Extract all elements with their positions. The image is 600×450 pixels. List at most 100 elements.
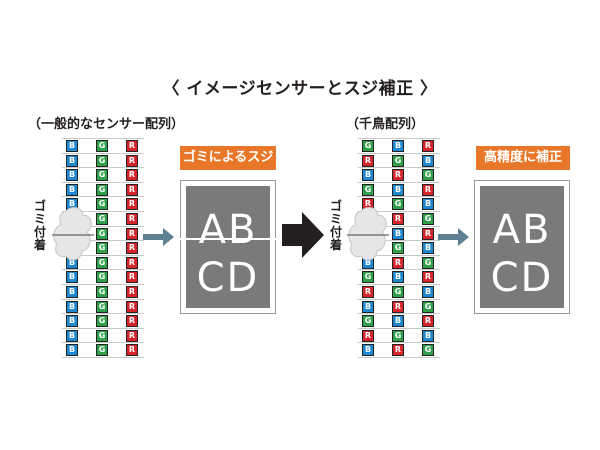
right-sensor-cell-g: G [392, 198, 404, 210]
right-sensor-cell-r: R [392, 257, 404, 269]
right-sensor-cell-b: B [362, 169, 374, 181]
right-sensor-cell-g: G [362, 315, 374, 327]
left-sensor-cell-g: G [96, 198, 108, 210]
left-sensor-cell-r: R [126, 242, 138, 254]
right-sensor-cell-g: G [422, 344, 434, 356]
right-sensor-cell-b: B [422, 330, 434, 342]
right-sensor-cell-g: G [392, 155, 404, 167]
right-result-line2: CD [490, 255, 554, 301]
right-dust-icon [347, 207, 389, 261]
right-sensor-cell-b: B [362, 344, 374, 356]
big-arrow-icon [282, 212, 324, 258]
right-dust-label: ゴミ付着 [329, 199, 342, 252]
left-sensor-cell-b: B [66, 330, 78, 342]
left-dust-icon [52, 207, 94, 261]
left-sensor-cell-b: B [66, 155, 78, 167]
left-sensor-cell-r: R [126, 257, 138, 269]
left-sensor-cell-g: G [96, 301, 108, 313]
left-result-badge: ゴミによるスジ [180, 146, 276, 170]
right-result-image: AB CD [474, 180, 570, 314]
right-sensor-cell-r: R [362, 286, 374, 298]
left-sensor-cell-g: G [96, 257, 108, 269]
right-sensor-cell-g: G [362, 140, 374, 152]
left-result-line1: AB [198, 207, 258, 253]
right-sensor-cell-b: B [392, 184, 404, 196]
right-sensor-cell-r: R [392, 169, 404, 181]
left-sensor-cell-g: G [96, 228, 108, 240]
left-sensor-cell-r: R [126, 271, 138, 283]
right-arrow-icon [438, 228, 469, 246]
left-arrow-icon [143, 228, 174, 246]
right-sensor-cell-g: G [422, 257, 434, 269]
left-sensor-cell-b: B [66, 301, 78, 313]
right-sensor-cell-r: R [392, 344, 404, 356]
left-sensor-cell-r: R [126, 286, 138, 298]
left-array-label: （一般的なセンサー配列） [28, 117, 185, 132]
right-sensor-cell-g: G [422, 301, 434, 313]
left-sensor-cell-r: R [126, 184, 138, 196]
left-sensor-cell-r: R [126, 155, 138, 167]
right-sensor-cell-b: B [392, 228, 404, 240]
left-sensor-cell-b: B [66, 271, 78, 283]
left-sensor-cell-r: R [126, 228, 138, 240]
right-sensor-cell-g: G [422, 169, 434, 181]
left-sensor-cell-g: G [96, 213, 108, 225]
right-sensor-cell-r: R [362, 330, 374, 342]
right-sensor-cell-b: B [422, 155, 434, 167]
right-sensor-cell-r: R [392, 301, 404, 313]
left-sensor-cell-r: R [126, 213, 138, 225]
left-sensor-cell-g: G [96, 140, 108, 152]
diagram-title: 〈 イメージセンサーとスジ補正 〉 [162, 79, 438, 99]
left-result-image: AB CD [180, 180, 276, 314]
right-sensor-cell-b: B [422, 286, 434, 298]
right-sensor-cell-r: R [392, 213, 404, 225]
left-sensor-cell-g: G [96, 330, 108, 342]
left-sensor-cell-r: R [126, 140, 138, 152]
right-sensor-cell-g: G [422, 213, 434, 225]
right-sensor-cell-r: R [422, 228, 434, 240]
right-sensor-cell-g: G [392, 330, 404, 342]
right-sensor-cell-b: B [422, 198, 434, 210]
left-sensor-cell-g: G [96, 344, 108, 356]
left-sensor-cell-r: R [126, 169, 138, 181]
right-sensor-cell-b: B [392, 140, 404, 152]
left-sensor-cell-g: G [96, 315, 108, 327]
right-sensor-cell-r: R [362, 155, 374, 167]
right-sensor-cell-r: R [422, 140, 434, 152]
right-sensor-cell-r: R [422, 271, 434, 283]
left-sensor-cell-g: G [96, 184, 108, 196]
right-sensor-array: GRBGRBGRBGRBGRBBGRBGRBGRBGRBGRRBGRBGRBGR… [352, 137, 452, 359]
left-sensor-cell-g: G [96, 155, 108, 167]
left-sensor-cell-b: B [66, 315, 78, 327]
right-sensor-cell-g: G [362, 271, 374, 283]
right-sensor-cell-g: G [362, 184, 374, 196]
right-sensor-cell-r: R [422, 184, 434, 196]
left-sensor-cell-r: R [126, 301, 138, 313]
left-sensor-cell-b: B [66, 184, 78, 196]
left-result-panel: AB CD [180, 186, 276, 308]
left-sensor-cell-b: B [66, 344, 78, 356]
right-array-label: （千鳥配列） [346, 117, 425, 132]
left-sensor-cell-b: B [66, 198, 78, 210]
left-sensor-cell-g: G [96, 271, 108, 283]
right-sensor-cell-r: R [422, 315, 434, 327]
left-sensor-cell-b: B [66, 286, 78, 298]
left-streak-line [180, 238, 276, 240]
left-sensor-cell-b: B [66, 140, 78, 152]
left-sensor-cell-r: R [126, 344, 138, 356]
right-sensor-cell-g: G [392, 286, 404, 298]
left-sensor-cell-g: G [96, 286, 108, 298]
right-sensor-cell-b: B [422, 242, 434, 254]
left-sensor-cell-r: R [126, 330, 138, 342]
left-sensor-cell-b: B [66, 169, 78, 181]
right-sensor-cell-b: B [362, 301, 374, 313]
right-result-badge: 高精度に補正 [476, 146, 570, 170]
left-sensor-cell-g: G [96, 242, 108, 254]
right-result-panel: AB CD [480, 186, 564, 308]
left-dust-label: ゴミ付着 [33, 199, 46, 252]
right-result-line1: AB [492, 207, 552, 253]
left-sensor-cell-r: R [126, 315, 138, 327]
right-sensor-cell-b: B [392, 271, 404, 283]
left-sensor-cell-r: R [126, 198, 138, 210]
left-sensor-array: BBBBBBBBBBBBBBBGGGGGGGGGGGGGGGRRRRRRRRRR… [56, 137, 156, 359]
